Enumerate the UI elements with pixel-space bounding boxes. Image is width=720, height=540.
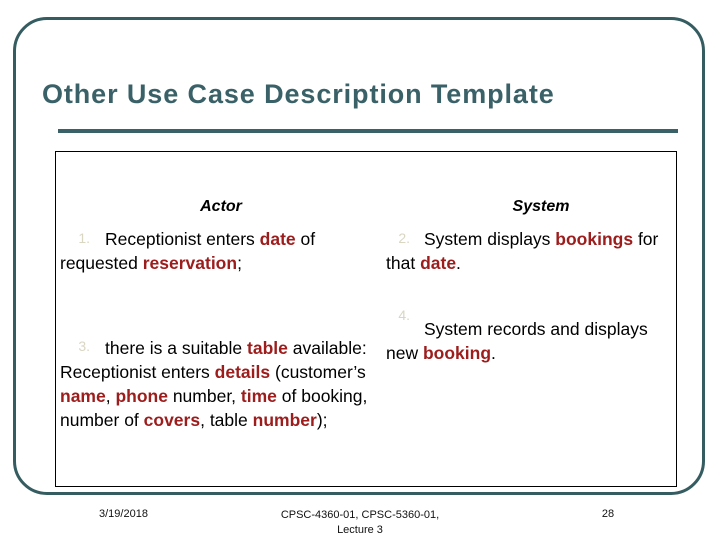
column-header-system: System [512,198,570,215]
page-title: Other Use Case Description Template [42,79,555,109]
system-step-2-number: 2. [398,230,410,246]
actor-step-3-text: there is a suitable table available: Rec… [60,338,368,430]
actor-step-3-number: 3. [78,338,90,354]
footer-course-info: CPSC-4360-01, CPSC-5360-01, Lecture 3 [230,508,490,538]
footer-page-number: 28 [601,508,615,520]
footer-date: 3/19/2018 [99,508,148,520]
slide-footer: 3/19/2018 CPSC-4360-01, CPSC-5360-01, Le… [0,503,720,539]
use-case-table-box: Actor 1. Receptionist enters date of req… [55,151,677,487]
system-step-2: 2. System displays bookings for that dat… [386,227,666,275]
footer-course-line-1: CPSC-4360-01, CPSC-5360-01, [280,509,440,521]
system-step-4-text: System records and displays new booking. [386,319,648,363]
system-step-2-text: System displays bookings for that date. [386,229,659,273]
actor-step-3: 3. there is a suitable table available: … [60,336,370,432]
actor-step-1-text: Receptionist enters date of requested re… [60,229,316,273]
actor-step-1-number: 1. [78,230,90,246]
system-step-4: 4. System records and displays new booki… [386,307,666,365]
column-header-actor: Actor [200,198,242,215]
footer-course-line-2: Lecture 3 [337,524,383,536]
title-underline-rule [58,129,678,133]
actor-step-1: 1. Receptionist enters date of requested… [60,227,360,275]
slide-frame [13,17,705,495]
system-step-4-number: 4. [398,307,410,323]
